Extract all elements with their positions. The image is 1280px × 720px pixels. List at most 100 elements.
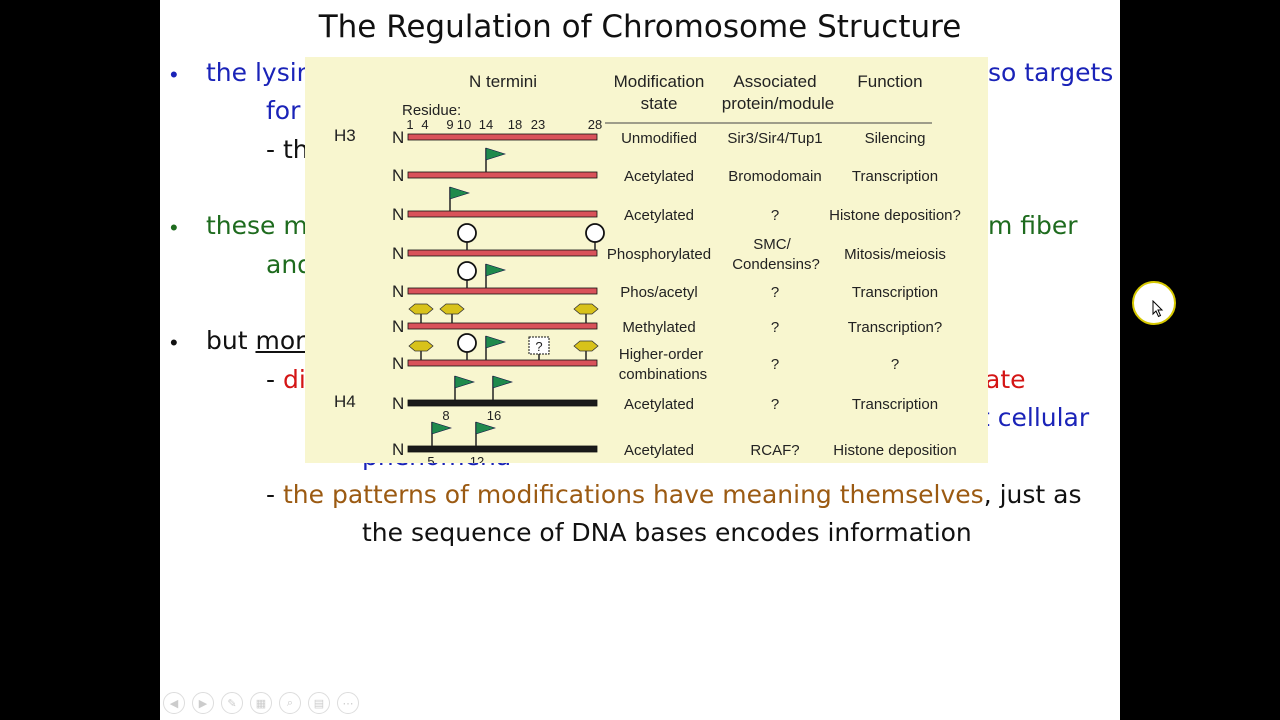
row-mod-state: Acetylated — [624, 396, 694, 413]
row-mod-state: Methylated — [622, 319, 695, 336]
more-icon[interactable]: ⋯ — [337, 692, 359, 714]
row-mod-state: Unmodified — [621, 130, 697, 147]
n-terminus-label: N — [392, 166, 404, 185]
histone-figure-svg: N termini Modification state Associated … — [334, 72, 961, 463]
bullet2-line1-right: m fiber — [988, 211, 1078, 240]
row-protein: ? — [771, 356, 779, 373]
h3-tail-bar — [407, 210, 598, 218]
bullet1-line2: for — [266, 96, 301, 125]
row-protein: ? — [771, 207, 779, 224]
row-protein: ? — [771, 396, 779, 413]
mouse-pointer-icon — [1152, 300, 1164, 318]
n-terminus-label: N — [392, 244, 404, 263]
sub1-text: di — [282, 365, 306, 394]
methyl-hexagon-icon — [439, 303, 465, 315]
phospho-circle-icon — [585, 223, 605, 243]
sub2-colored-text: the patterns of modifications have meani… — [282, 480, 984, 509]
h4-tail-bar — [407, 399, 598, 407]
residue-tick-label: 28 — [588, 117, 602, 132]
row-protein: RCAF? — [750, 442, 799, 459]
acetyl-flag-icon — [454, 375, 475, 389]
residue-tick-label: 9 — [446, 117, 453, 132]
row-function: Transcription? — [848, 319, 942, 336]
n-terminus-label: N — [392, 128, 404, 147]
phospho-circle-icon — [457, 261, 477, 281]
h3-tail-bar — [407, 287, 598, 295]
row-mod-state-line2: combinations — [619, 366, 707, 383]
acetyl-flag-icon — [492, 375, 513, 389]
n-terminus-label: N — [392, 354, 404, 373]
acetyl-flag-icon — [485, 335, 506, 349]
sub2-line2: the sequence of DNA bases encodes inform… — [362, 518, 972, 547]
slides-icon[interactable]: ▦ — [250, 692, 272, 714]
acetyl-flag-icon — [485, 147, 506, 161]
bullet1-line3: - th — [266, 135, 309, 164]
sub1-line2-right: t cellular — [980, 403, 1090, 432]
h3-tail-bar — [407, 133, 598, 141]
next-icon[interactable]: ▶ — [192, 692, 214, 714]
row-mod-state: Phosphorylated — [607, 246, 711, 263]
acetyl-flag-icon — [431, 421, 452, 435]
residue-tick-label: 1 — [406, 117, 413, 132]
bullet1-line1: the lysin — [206, 58, 313, 87]
histone-modification-figure: N termini Modification state Associated … — [305, 57, 988, 463]
sub2-rest-text: , just as — [983, 480, 1082, 509]
phospho-circle-icon — [457, 333, 477, 353]
header-assoc-1: Associated — [733, 72, 816, 91]
row-function: Transcription — [852, 284, 938, 301]
h3-tail-bar — [407, 249, 598, 257]
presenter-toolbar: ◀ ▶ ✎ ▦ ⌕ ▤ ⋯ — [163, 692, 359, 716]
n-terminus-label: N — [392, 440, 404, 459]
h4-residue-label: 8 — [442, 408, 449, 423]
h4-residue-label: 5 — [427, 454, 434, 463]
header-mod-state-1: Modification — [614, 72, 705, 91]
sub1-line1-right: ate — [985, 365, 1026, 394]
residue-tick-label: 14 — [479, 117, 493, 132]
bullet-dot: • — [170, 330, 178, 355]
n-terminus-label: N — [392, 282, 404, 301]
sub2-line1: - the patterns of modifications have mea… — [266, 480, 1082, 509]
slide-title: The Regulation of Chromosome Structure — [318, 9, 962, 45]
subtitles-icon[interactable]: ▤ — [308, 692, 330, 714]
row-protein: Bromodomain — [728, 168, 821, 185]
row-mod-state: Acetylated — [624, 168, 694, 185]
acetyl-flag-icon — [485, 263, 506, 277]
bullet3-underlined: mor — [255, 326, 306, 355]
row-mod-state: Acetylated — [624, 442, 694, 459]
row-function: Histone deposition? — [829, 207, 961, 224]
residue-tick-label: 23 — [531, 117, 545, 132]
unknown-mod-icon — [528, 336, 550, 355]
pen-icon[interactable]: ✎ — [221, 692, 243, 714]
bullet3-text: but — [206, 326, 256, 355]
row-mod-state: Acetylated — [624, 207, 694, 224]
residue-tick-label: 10 — [457, 117, 471, 132]
header-assoc-2: protein/module — [722, 94, 834, 113]
phospho-circle-icon — [457, 223, 477, 243]
row-mod-state: Phos/acetyl — [620, 284, 698, 301]
n-terminus-label: N — [392, 205, 404, 224]
row-function: Transcription — [852, 168, 938, 185]
h3-tail-bar — [407, 171, 598, 179]
row-protein: Sir3/Sir4/Tup1 — [727, 130, 822, 147]
row-function: Silencing — [865, 130, 926, 147]
acetyl-flag-icon — [475, 421, 496, 435]
prev-icon[interactable]: ◀ — [163, 692, 185, 714]
h3-tail-bar — [407, 322, 598, 330]
row-protein: ? — [771, 284, 779, 301]
residue-tick-label: 4 — [421, 117, 428, 132]
row-protein-line2: Condensins? — [732, 256, 820, 273]
sub1-dash: - — [266, 365, 283, 394]
residue-tick-label: 18 — [508, 117, 522, 132]
n-terminus-label: N — [392, 317, 404, 336]
sub1-line1: - di — [266, 365, 306, 394]
zoom-icon[interactable]: ⌕ — [279, 692, 301, 714]
unknown-mod-label: ? — [535, 339, 542, 354]
row-mod-state: Higher-order — [619, 346, 703, 363]
row-function: Mitosis/meiosis — [844, 246, 946, 263]
h3-label: H3 — [334, 126, 356, 145]
residue-label: Residue: — [402, 102, 461, 119]
bullet1-line1-right: so targets — [988, 58, 1114, 87]
h4-residue-label: 16 — [487, 408, 501, 423]
h4-tail-bar — [407, 445, 598, 453]
methyl-hexagon-icon — [408, 303, 434, 315]
